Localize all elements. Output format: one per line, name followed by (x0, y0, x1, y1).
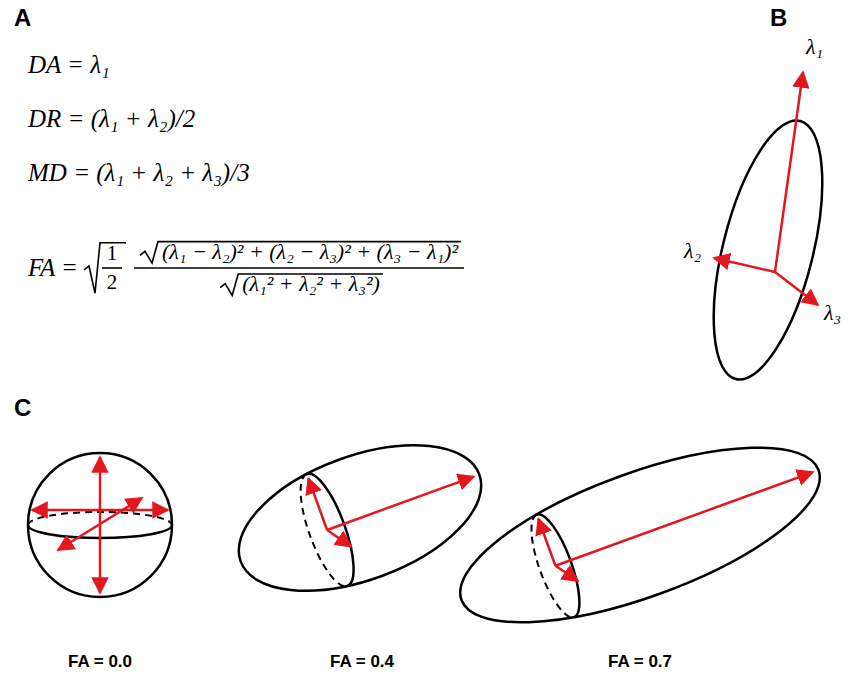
formula: DR = (λ₁ + λ₂)/2 (28, 104, 195, 134)
fraction-bar (134, 267, 464, 269)
eigen-arrow (327, 524, 351, 552)
formula: DA = λ₁ (28, 50, 110, 80)
fa-value: FA = 0.4 (330, 652, 394, 672)
formula: MD = (λ₁ + λ₂ + λ₃)/3 (28, 158, 250, 188)
eigen-arrow (775, 72, 803, 272)
ellipsoid-outline (219, 416, 500, 619)
eigen-arrow (58, 498, 142, 550)
fa-value: FA = 0.0 (68, 652, 132, 672)
eigen-arrow (538, 519, 555, 566)
ellipsoid-outline (440, 412, 839, 658)
eigen-arrow (555, 472, 812, 566)
panel-letter: C (14, 394, 31, 423)
eigenvalue-label: λ₃ (824, 300, 841, 326)
eigen-arrow (714, 258, 775, 272)
section-back (522, 514, 574, 622)
eigenvalue-label: λ₂ (684, 238, 701, 264)
eigen-arrow (32, 509, 168, 512)
fraction-bar (102, 267, 122, 269)
section-back (290, 474, 348, 592)
ellipsoid (440, 412, 839, 658)
ellipsoid (219, 416, 500, 619)
formula-part: FA = (28, 253, 78, 283)
eigen-arrow (775, 272, 818, 305)
formula-denominator: (λ₁² + λ₂² + λ₃²) (242, 271, 380, 297)
panel-letter: A (14, 4, 31, 33)
tensor-ellipse (692, 72, 844, 390)
eigen-arrow (308, 478, 327, 530)
fa-value: FA = 0.7 (608, 652, 672, 672)
radical-sign (84, 243, 126, 293)
sphere (28, 453, 172, 597)
sphere-outline (28, 453, 172, 597)
eigen-arrow (327, 477, 474, 530)
formula-part: 1 (107, 241, 118, 266)
eigenvalue-label: λ₁ (806, 34, 823, 60)
eigen-arrow (555, 560, 578, 586)
panel-letter: B (770, 4, 787, 33)
formula-numerator: (λ₁ − λ₂)² + (λ₂ − λ₃)² + (λ₃ − λ₁)² (162, 239, 458, 265)
formula-part: 2 (107, 270, 118, 295)
ellipse-outline (692, 110, 844, 390)
